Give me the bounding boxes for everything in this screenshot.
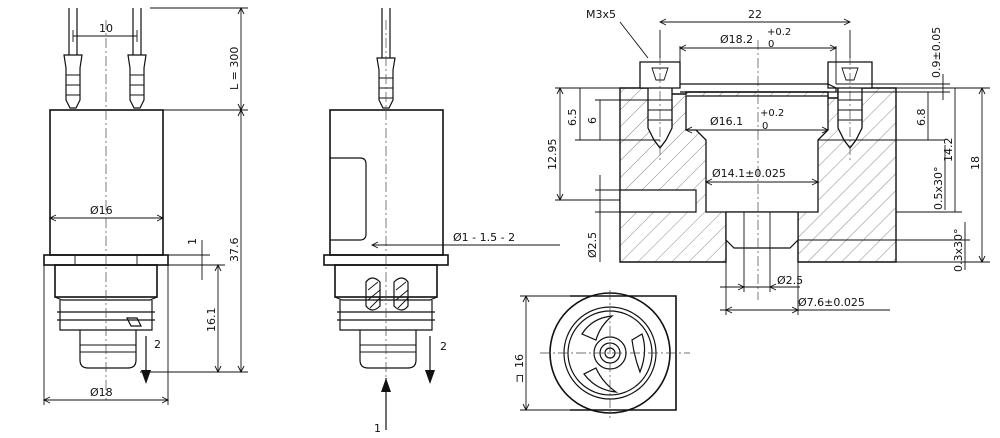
wire-right xyxy=(132,8,142,55)
dim-orifice: Ø1 - 1.5 - 2 xyxy=(453,231,515,244)
dim-12-95: 12.95 xyxy=(546,139,559,171)
view1-side-elevation: 10 L = 300 Ø16 1 37.6 16.1 Ø18 2 xyxy=(42,6,248,405)
outlet-arrow xyxy=(141,370,151,384)
wrench-flat-symbol: ⊐ xyxy=(513,374,526,383)
ferrule-left xyxy=(63,54,83,109)
dim-mid-bore-tol-up: +0.2 xyxy=(760,108,784,119)
dim-bottom-port: Ø2.5 xyxy=(777,274,803,287)
label-screw: M3x5 xyxy=(586,8,616,21)
dim-chamfer-1: 0.5x30° xyxy=(932,166,945,210)
dim-bottom-bore: Ø7.6±0.025 xyxy=(798,296,865,309)
dim-width-22: 22 xyxy=(748,8,762,21)
inlet-arrow xyxy=(381,378,391,392)
view2-side-elevation: Ø1 - 1.5 - 2 1 2 xyxy=(323,8,560,435)
dim-side-port: Ø2.5 xyxy=(586,232,599,258)
dim-18: 18 xyxy=(969,156,982,170)
dim-6-5: 6.5 xyxy=(566,109,579,127)
dim-6-8: 6.8 xyxy=(915,109,928,127)
dim-top-bore-tol-up: +0.2 xyxy=(767,27,791,38)
bottom-view: 16 ⊐ xyxy=(513,290,690,418)
view2-outlet-label: 2 xyxy=(440,340,447,353)
ferrule-center xyxy=(376,57,396,109)
side-port xyxy=(619,189,697,213)
dim-bottom-width: 16 xyxy=(513,354,526,368)
coil-body xyxy=(49,109,164,256)
dim-mid-bore-tol-low: 0 xyxy=(762,121,768,132)
dim-lower-height: 16.1 xyxy=(205,308,218,333)
bottom-port-lines xyxy=(743,212,771,262)
dim-chamfer-2: 0.3x30° xyxy=(952,228,965,272)
dim-mid-bore: Ø16.1 xyxy=(710,115,743,128)
section-cut-right xyxy=(393,277,409,311)
dim-top-bore-tol-low: 0 xyxy=(768,39,774,50)
dim-gap: 0.9±0.05 xyxy=(930,27,943,78)
dim-base-diameter: Ø18 xyxy=(90,386,113,399)
connector-tab xyxy=(330,157,367,241)
section-view: M3x5 22 Ø18.2 +0.2 0 0.9±0.05 6.5 6 12.9… xyxy=(546,8,990,315)
wire-left xyxy=(68,8,78,55)
view2-inlet-label: 1 xyxy=(374,422,381,435)
dim-inner-bore: Ø14.1±0.025 xyxy=(712,167,786,180)
dim-flange-thickness: 1 xyxy=(186,238,199,245)
coil-body-2 xyxy=(329,109,444,256)
dim-wire-spacing: 10 xyxy=(99,22,113,35)
dim-overall-height: 37.6 xyxy=(228,238,241,263)
dim-6: 6 xyxy=(586,117,599,124)
dim-cable-length: L = 300 xyxy=(228,47,241,90)
view1-arrow-label: 2 xyxy=(154,338,161,351)
dim-body-diameter: Ø16 xyxy=(90,204,113,217)
dim-top-bore: Ø18.2 xyxy=(720,33,753,46)
bottom-bore xyxy=(725,211,799,249)
ferrule-right xyxy=(127,54,147,109)
slot-bottom xyxy=(583,367,619,393)
main-cavity xyxy=(685,95,829,213)
dim-14-2: 14.2 xyxy=(942,138,955,163)
slot-top xyxy=(581,315,614,341)
notch xyxy=(126,317,142,327)
section-cut-left xyxy=(365,277,381,311)
